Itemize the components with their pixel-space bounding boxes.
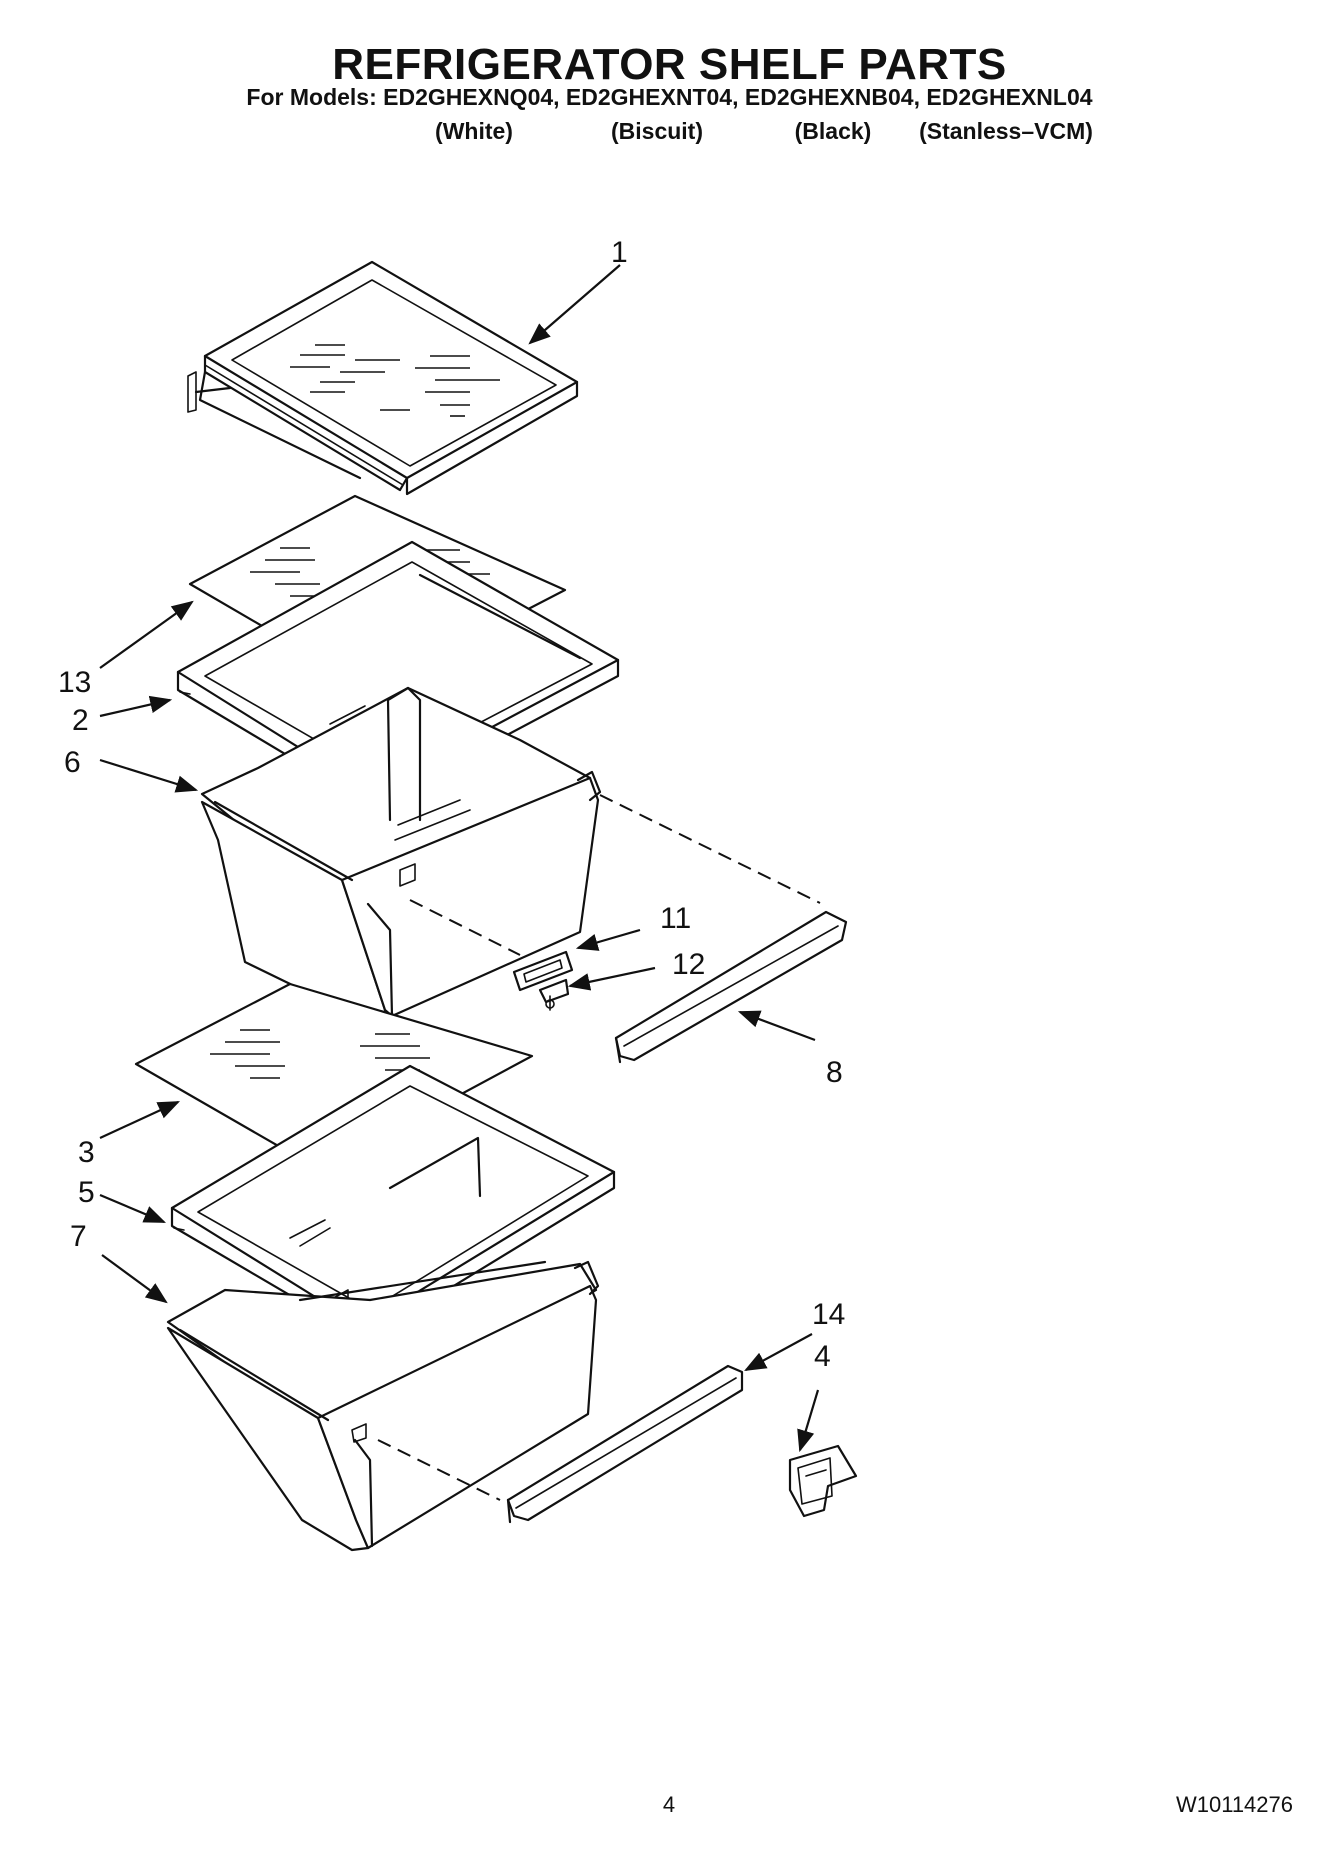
- callout-14: 14: [812, 1298, 845, 1331]
- part-6-upper-crisper-drawer: [200, 686, 602, 1022]
- callout-arrow-1: [528, 264, 621, 345]
- callout-arrow-4: [797, 1389, 820, 1453]
- assembly-line-upper-rail: [599, 794, 821, 904]
- color-white: (White): [435, 118, 513, 144]
- callout-11: 11: [660, 902, 691, 935]
- part-7-lower-crisper-drawer: [166, 1260, 600, 1552]
- part-14-lower-rail: [506, 1364, 744, 1524]
- color-stainless: (Stanless–VCM): [919, 118, 1093, 144]
- color-biscuit: (Biscuit): [611, 118, 703, 144]
- callout-arrow-11: [575, 928, 641, 951]
- callout-4: 4: [814, 1340, 831, 1373]
- callout-13: 13: [58, 666, 91, 699]
- document-number: W10114276: [1175, 1792, 1293, 1817]
- callout-arrow-7: [101, 1254, 168, 1304]
- part-11-latch: [512, 950, 574, 992]
- callout-arrow-14: [744, 1333, 813, 1372]
- part-1-shelf-frame: [187, 260, 579, 496]
- callout-arrow-5: [99, 1193, 167, 1224]
- part-3-lower-glass: [134, 982, 534, 1172]
- callout-7: 7: [70, 1220, 87, 1253]
- assembly-line-lower-rail: [377, 1439, 501, 1501]
- callout-3: 3: [78, 1136, 95, 1169]
- glass-pattern-3: [210, 1029, 430, 1083]
- part-8-upper-rail: [614, 910, 848, 1064]
- callout-arrow-2: [99, 695, 173, 718]
- callout-arrow-12: [567, 966, 656, 991]
- color-black: (Black): [794, 118, 872, 144]
- callout-8: 8: [826, 1056, 843, 1089]
- callout-12: 12: [672, 948, 705, 981]
- page-number: 4: [662, 1792, 676, 1817]
- callout-arrow-6: [99, 758, 199, 793]
- callout-1: 1: [611, 236, 628, 269]
- color-variants: (White) (Biscuit) (Black) (Stanless–VCM): [0, 118, 1339, 148]
- callout-arrow-13: [99, 600, 194, 669]
- part-12-latch-spring: [538, 978, 570, 1011]
- callout-5: 5: [78, 1176, 95, 1209]
- callout-arrow-8: [737, 1010, 816, 1042]
- page-title: REFRIGERATOR SHELF PARTS: [332, 40, 1007, 89]
- models-line: For Models: ED2GHEXNQ04, ED2GHEXNT04, ED…: [246, 84, 1093, 110]
- callout-6: 6: [64, 746, 81, 779]
- callout-2: 2: [72, 704, 89, 737]
- part-4-clip: [788, 1444, 858, 1518]
- glass-pattern-1: [290, 344, 500, 417]
- callout-arrow-3: [99, 1101, 180, 1139]
